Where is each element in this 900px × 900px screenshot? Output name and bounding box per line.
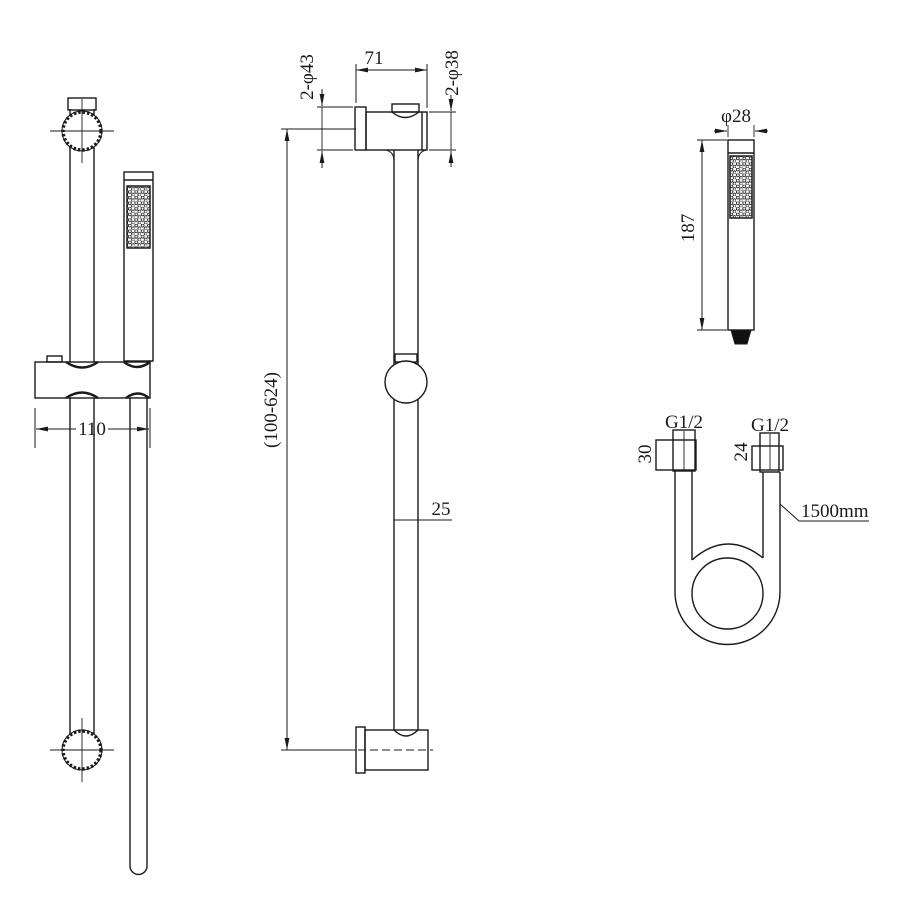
top-bracket [354, 103, 428, 151]
dim-bracket-length-label: 71 [365, 48, 384, 69]
top-wall-mount [50, 99, 114, 163]
handshower-body [123, 171, 154, 362]
assembly-front-view [281, 64, 456, 774]
dim-d28 [714, 125, 768, 137]
rail-fillet [417, 149, 427, 162]
bracket-body [365, 111, 428, 151]
wall-flange [354, 106, 367, 151]
dim-bracket-width-label: 110 [78, 419, 106, 440]
spray-face [126, 185, 151, 249]
hose-connector-right [751, 432, 784, 473]
dim-71 [355, 64, 428, 108]
rail-entry-arc [393, 729, 419, 737]
rail-pass-arc [65, 391, 99, 400]
hose-thread-left-label: G1/2 [665, 412, 703, 433]
rail-fillet [385, 149, 395, 162]
rail-pass-arc [65, 360, 99, 369]
hose-crossing-arc [691, 543, 764, 561]
dim-wall-flange-label: 2-φ43 [297, 54, 318, 100]
hose-connector-tip [730, 329, 752, 345]
hose-hanging [129, 398, 148, 876]
hose-loop [674, 471, 781, 646]
dim-187 [697, 139, 727, 331]
pivot-button [391, 103, 420, 113]
handshower-view [697, 125, 768, 345]
hose-nut-left-label: 30 [635, 445, 656, 464]
hose-coil-circle [691, 557, 764, 630]
handshower-in-holder [123, 171, 154, 366]
slider-bracket-body [34, 361, 151, 399]
dim-1500-leader [779, 503, 869, 522]
hose-pass-arc [125, 392, 150, 399]
dim-diameter-label: φ28 [721, 106, 751, 127]
dim-110 [34, 408, 151, 448]
slider-knob [384, 353, 428, 404]
dim-height-range-label: (100-624) [261, 372, 282, 448]
hose-thread-right-label: G1/2 [751, 415, 789, 436]
thread-ferrule [759, 432, 780, 473]
knob-circle [384, 360, 428, 404]
spray-face [729, 155, 753, 219]
hose-nut-right-label: 24 [731, 442, 752, 462]
hose-length-label: 1500mm [801, 501, 869, 522]
hex-nut [655, 439, 697, 471]
hose-view [655, 429, 869, 646]
dim-2xd38 [429, 95, 456, 167]
dim-length-label: 187 [678, 214, 699, 243]
hose-end-cap [129, 865, 148, 876]
hose-connector-left [655, 429, 697, 472]
bottom-wall-mount [50, 718, 114, 782]
dim-bracket-body-label: 2-φ38 [442, 50, 463, 96]
dim-height-range [281, 128, 356, 751]
dim-rail-diameter-label: 25 [432, 499, 451, 520]
thread-ferrule [672, 429, 696, 472]
holder-pass-arc [123, 361, 151, 369]
bottom-bracket [355, 726, 433, 774]
pivot-arc [391, 111, 420, 119]
hose-u-bend [674, 591, 781, 646]
hex-nut [751, 445, 784, 471]
lock-tab [46, 355, 63, 363]
slider-bracket [34, 355, 151, 400]
assembly-side-view [34, 97, 154, 876]
